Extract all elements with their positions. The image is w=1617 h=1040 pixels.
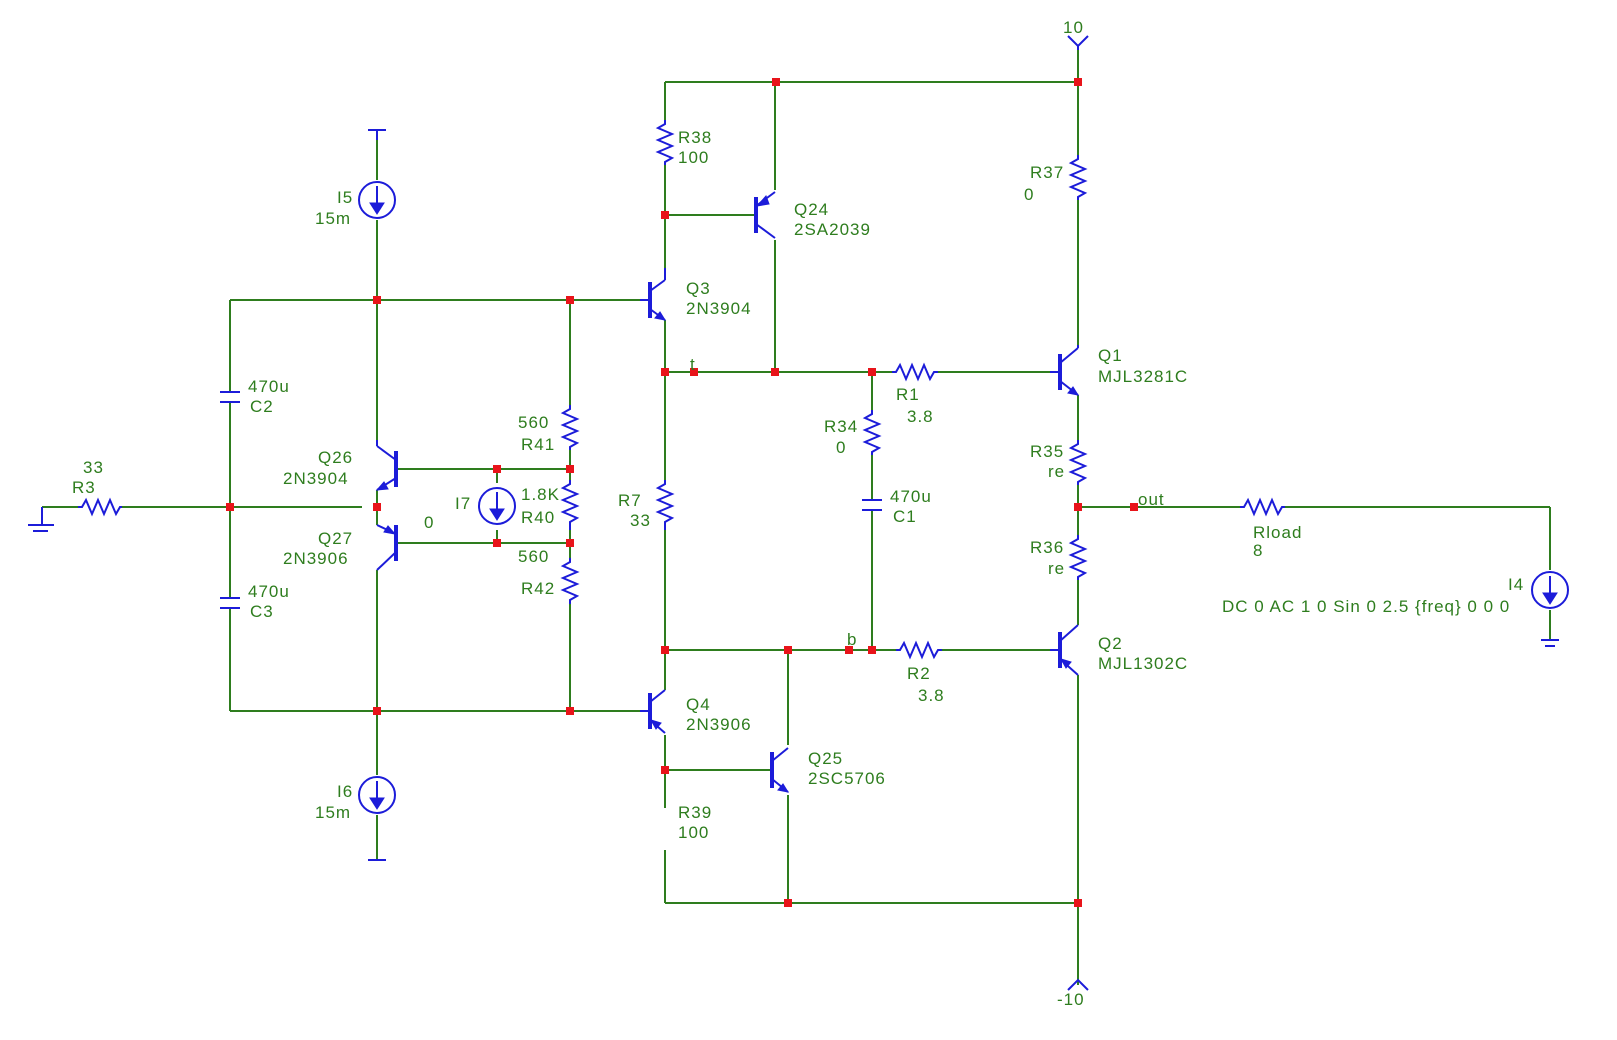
resistor-r35[interactable] — [1068, 440, 1088, 485]
q3-model: 2N3904 — [686, 299, 752, 318]
net-b-label: b — [847, 630, 857, 649]
q26-model: 2N3904 — [283, 469, 349, 488]
r41-ref: R41 — [521, 435, 555, 454]
r1-value: 3.8 — [907, 407, 934, 426]
r1-ref: R1 — [896, 385, 920, 404]
q3-ref: Q3 — [686, 279, 711, 298]
resistor-r41[interactable] — [560, 405, 580, 450]
r3-ref: R3 — [72, 478, 96, 497]
r34-ref: R34 — [824, 417, 858, 436]
junctions — [226, 78, 1138, 907]
capacitor-c3[interactable] — [220, 597, 240, 609]
current-source-i7[interactable] — [478, 487, 516, 525]
q2-model: MJL1302C — [1098, 654, 1188, 673]
r42-value: 560 — [518, 547, 549, 566]
r3-value: 33 — [83, 458, 104, 477]
resistor-r40[interactable] — [560, 480, 580, 530]
transistor-q25[interactable] — [770, 747, 790, 793]
r39-value: 100 — [678, 823, 709, 842]
c2-value: 470u — [248, 377, 290, 396]
q24-ref: Q24 — [794, 200, 829, 219]
r38-value: 100 — [678, 148, 709, 167]
q4-model: 2N3906 — [686, 715, 752, 734]
q4-ref: Q4 — [686, 695, 711, 714]
r34-value: 0 — [836, 438, 846, 457]
rload-value: 8 — [1253, 541, 1263, 560]
rail-terminal-i5 — [368, 129, 386, 140]
r37-ref: R37 — [1030, 163, 1064, 182]
resistor-r36[interactable] — [1068, 535, 1088, 580]
r35-value: re — [1048, 462, 1065, 481]
i7-value: 0 — [424, 513, 434, 532]
wires — [42, 50, 1551, 985]
ground-icon-i4 — [1541, 639, 1559, 647]
capacitor-c1[interactable] — [862, 499, 882, 511]
r7-ref: R7 — [618, 491, 642, 510]
transistor-q1[interactable] — [1050, 345, 1080, 396]
i6-value: 15m — [315, 803, 351, 822]
resistor-r1[interactable] — [892, 362, 938, 382]
resistor-r3[interactable] — [78, 497, 122, 517]
negative-rail-arrow-icon — [1067, 978, 1089, 991]
i5-value: 15m — [315, 209, 351, 228]
resistor-r38[interactable] — [655, 120, 675, 165]
r2-value: 3.8 — [918, 686, 945, 705]
q27-ref: Q27 — [318, 529, 353, 548]
transistor-q24[interactable] — [754, 191, 776, 239]
q25-model: 2SC5706 — [808, 769, 886, 788]
positive-rail-label: 10 — [1063, 18, 1084, 37]
transistor-q3[interactable] — [640, 268, 667, 321]
resistor-rload[interactable] — [1240, 497, 1285, 517]
current-source-i4[interactable] — [1531, 571, 1569, 609]
net-out-label: out — [1138, 490, 1165, 509]
q2-ref: Q2 — [1098, 634, 1123, 653]
c1-ref: C1 — [893, 507, 917, 526]
capacitor-c2[interactable] — [220, 391, 240, 403]
resistor-r37[interactable] — [1068, 155, 1088, 200]
c1-value: 470u — [890, 487, 932, 506]
r35-ref: R35 — [1030, 442, 1064, 461]
r39-ref: R39 — [678, 803, 712, 822]
ground-icon — [28, 507, 54, 532]
q1-ref: Q1 — [1098, 346, 1123, 365]
resistor-r42[interactable] — [560, 558, 580, 604]
r7-value: 33 — [630, 511, 651, 530]
r37-value: 0 — [1024, 185, 1034, 204]
q27-model: 2N3906 — [283, 549, 349, 568]
i4-value: DC 0 AC 1 0 Sin 0 2.5 {freq} 0 0 0 — [1222, 597, 1510, 616]
r40-value: 1.8K — [521, 485, 560, 504]
transistor-q4[interactable] — [640, 689, 668, 734]
r41-value: 560 — [518, 413, 549, 432]
r36-value: re — [1048, 559, 1065, 578]
i7-ref: I7 — [455, 494, 471, 513]
q1-model: MJL3281C — [1098, 367, 1188, 386]
c3-ref: C3 — [250, 602, 274, 621]
current-source-i5[interactable] — [358, 181, 396, 219]
c3-value: 470u — [248, 582, 290, 601]
i4-ref: I4 — [1508, 575, 1524, 594]
resistor-r2[interactable] — [896, 640, 942, 660]
r38-ref: R38 — [678, 128, 712, 147]
resistor-r7[interactable] — [655, 480, 675, 530]
i5-ref: I5 — [337, 188, 353, 207]
r40-ref: R40 — [521, 508, 555, 527]
c2-ref: C2 — [250, 397, 274, 416]
q26-ref: Q26 — [318, 448, 353, 467]
current-source-i6[interactable] — [358, 776, 396, 814]
r42-ref: R42 — [521, 579, 555, 598]
net-t-label: t — [690, 355, 696, 374]
transistor-q26[interactable] — [375, 440, 398, 491]
positive-rail-arrow-icon — [1067, 35, 1089, 50]
r2-ref: R2 — [907, 664, 931, 683]
q25-ref: Q25 — [808, 749, 843, 768]
transistor-q2[interactable] — [1050, 624, 1079, 676]
q24-model: 2SA2039 — [794, 220, 871, 239]
negative-rail-label: -10 — [1057, 990, 1085, 1009]
rload-ref: Rload — [1253, 523, 1302, 542]
transistor-q27[interactable] — [376, 524, 398, 571]
i6-ref: I6 — [337, 782, 353, 801]
r36-ref: R36 — [1030, 538, 1064, 557]
resistor-r34[interactable] — [862, 410, 882, 455]
